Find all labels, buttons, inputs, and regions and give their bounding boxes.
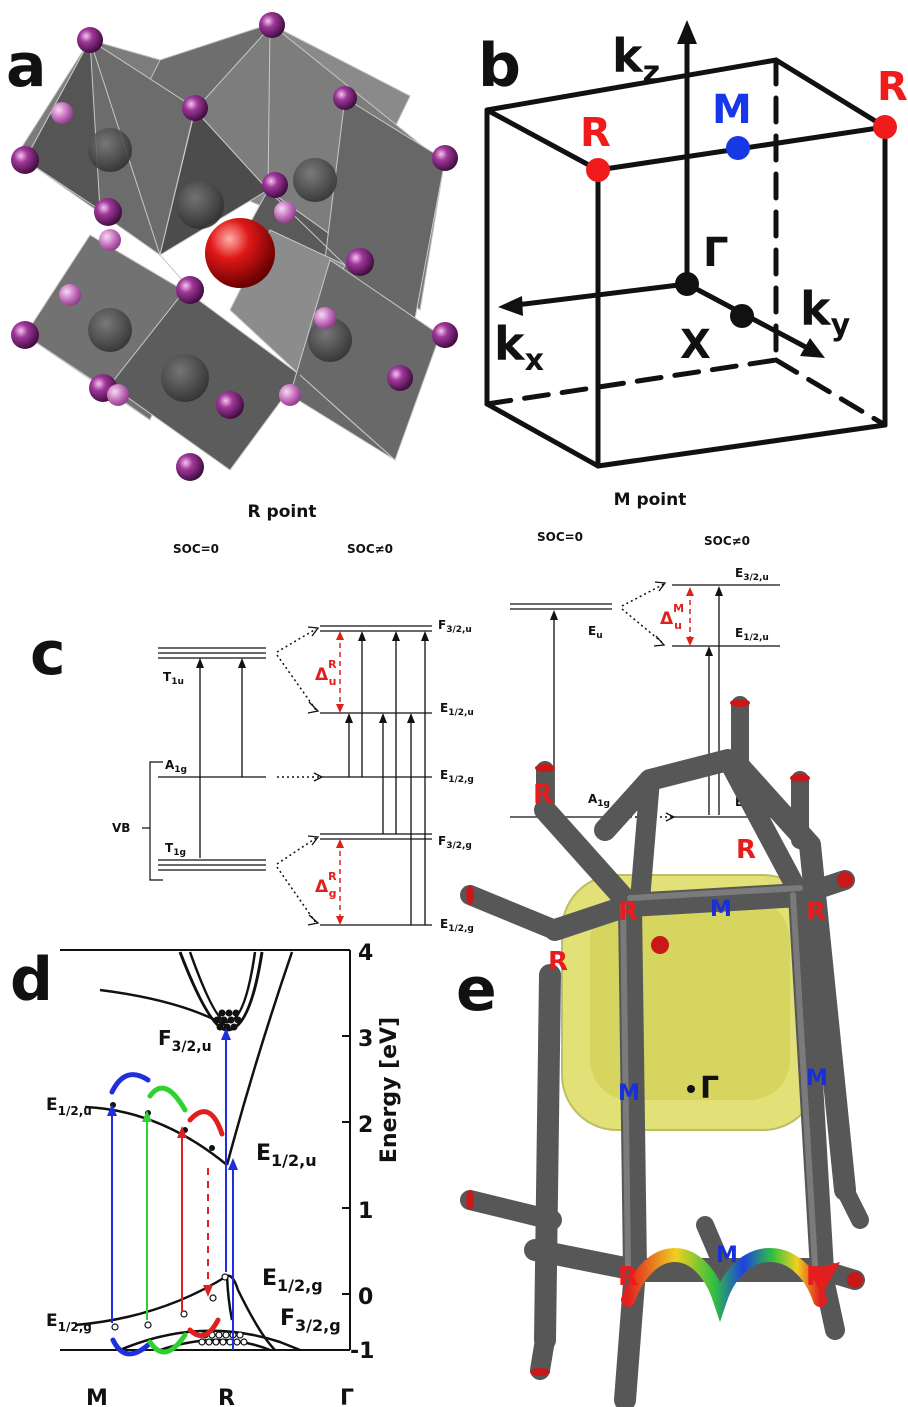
- panel-label-c: c: [30, 619, 66, 689]
- xtick-m: M: [86, 1386, 108, 1407]
- f32u-label: F3/2,u: [438, 618, 472, 635]
- y-axis-label: Energy [eV]: [377, 1017, 402, 1163]
- m-point-title: M point: [614, 490, 687, 510]
- cation-atom: [205, 218, 275, 288]
- e12u-label: E1/2,u: [440, 701, 474, 718]
- x-point-dot: [730, 304, 754, 328]
- r-transitions-soc: [348, 637, 426, 925]
- gamma-label: Γ: [703, 230, 729, 276]
- t1g-label: T1g: [165, 841, 186, 858]
- svg-text:M: M: [716, 1243, 738, 1268]
- optical-transitions: [111, 1036, 234, 1350]
- scattering-arrows: [109, 1072, 225, 1357]
- r-dotted-arrows: [276, 628, 320, 924]
- gamma-center-dot: [687, 1085, 695, 1093]
- f32g-label: F3/2,g: [438, 834, 472, 851]
- m-arrowheads: [550, 586, 723, 656]
- r-soc0-label: SOC=0: [173, 542, 219, 556]
- e12g-left-label: E1/2,g: [46, 1311, 92, 1334]
- hopping-arrows: [621, 1248, 827, 1323]
- e12u-right-label: E1/2,u: [256, 1141, 317, 1170]
- svg-text:R: R: [618, 1262, 638, 1292]
- brillouin-zone: [484, 29, 893, 469]
- r-point-title: R point: [248, 502, 317, 522]
- panel-label-a: a: [6, 31, 47, 101]
- svg-text:R: R: [533, 780, 553, 810]
- electron-dots: [110, 1009, 242, 1151]
- t1u-label: T1u: [163, 670, 184, 687]
- e12g-label: E1/2,g: [440, 768, 474, 785]
- m-soc0-label: SOC=0: [537, 530, 583, 544]
- r-splitting-heads: [336, 631, 344, 925]
- transition-heads: [107, 1028, 238, 1297]
- m-dotted-arrows: [621, 583, 672, 818]
- e12u-left-label: E1/2,u: [46, 1095, 92, 1118]
- tube-ends: [466, 699, 863, 1376]
- r-point-dot-left: [586, 158, 610, 182]
- brillouin-axis-arrowheads: [498, 20, 825, 358]
- ytick-minus1: -1: [350, 1339, 374, 1364]
- hopping-arrowhead: [808, 1262, 840, 1295]
- band-yticks: [342, 949, 350, 1351]
- eu-label: Eu: [588, 624, 603, 641]
- e12g-right-label: E1/2,g: [262, 1266, 323, 1295]
- r-arrowheads: [196, 631, 429, 723]
- tube-highlights: [620, 885, 818, 1268]
- r-label-right: R: [877, 64, 908, 110]
- xtick-r: R: [218, 1386, 235, 1407]
- lead-atoms: [88, 128, 352, 402]
- ytick-0: 0: [358, 1285, 373, 1310]
- svg-text:M: M: [710, 897, 732, 922]
- r-socn0-label: SOC≠0: [347, 542, 393, 556]
- ytick-2: 2: [358, 1113, 373, 1138]
- panel-label-b: b: [478, 31, 521, 101]
- a1g-label: A1g: [165, 758, 187, 775]
- ky-label: ky: [800, 282, 851, 343]
- vb-label: VB: [112, 821, 130, 835]
- e32u-m-label: E3/2,u: [735, 566, 769, 583]
- svg-text:R: R: [806, 1262, 826, 1292]
- svg-text:R: R: [736, 835, 756, 865]
- svg-text:R: R: [806, 897, 826, 927]
- network-labels: R R R R R R R M M M M Γ: [533, 780, 828, 1292]
- ytick-1: 1: [358, 1199, 373, 1224]
- svg-text:R: R: [548, 947, 568, 977]
- xtick-gamma: Γ: [340, 1386, 354, 1407]
- f32g-band-label: F3/2,g: [280, 1306, 341, 1335]
- x-label: X: [680, 322, 711, 368]
- svg-text:M: M: [618, 1081, 640, 1106]
- panel-label-d: d: [10, 945, 53, 1015]
- ytick-3: 3: [358, 1027, 373, 1052]
- m-label: M: [712, 87, 752, 133]
- r-transitions-soc0: [199, 664, 243, 858]
- svg-text:M: M: [806, 1066, 828, 1091]
- iodine-atoms: [11, 12, 458, 481]
- r-dotted-arrowheads: [307, 626, 324, 926]
- band-curves: [74, 951, 301, 1352]
- kx-label: kx: [494, 317, 544, 378]
- r-levels: [158, 625, 432, 926]
- band-plot-frame: [60, 949, 351, 1351]
- r-point-dot-right: [873, 115, 897, 139]
- r-label-left: R: [580, 110, 611, 156]
- m-socn0-label: SOC≠0: [704, 534, 750, 548]
- e12g-low-label: E1/2,g: [440, 917, 474, 934]
- vb-bracket: [142, 761, 163, 881]
- f32u-band-label: F3/2,u: [158, 1026, 212, 1055]
- m-dotted-heads: [653, 581, 676, 822]
- svg-text:Γ: Γ: [700, 1071, 719, 1106]
- a1g-m-label: A1g: [588, 792, 610, 809]
- svg-text:R: R: [618, 897, 638, 927]
- e12u-m-label: E1/2,u: [735, 626, 769, 643]
- m-point-dot: [726, 136, 750, 160]
- m-splitting-heads: [686, 587, 694, 646]
- kz-label: kz: [612, 29, 660, 90]
- ytick-4: 4: [358, 941, 373, 966]
- panel-label-e: e: [456, 955, 497, 1025]
- gamma-point-dot: [675, 272, 699, 296]
